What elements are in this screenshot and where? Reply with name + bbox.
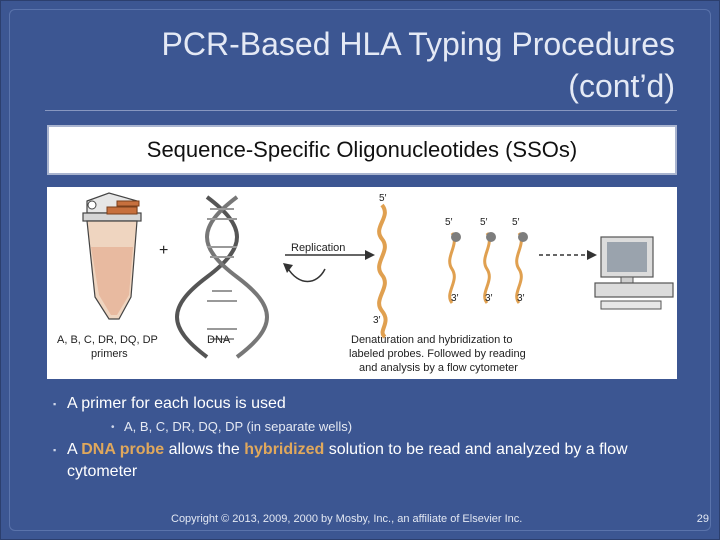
replication-arrow-icon — [283, 250, 375, 283]
slide-frame — [9, 9, 711, 531]
pcr-tube-icon — [82, 192, 142, 320]
subtitle: Sequence-Specific Oligonucleotides (SSOs… — [146, 137, 578, 162]
sub-bullet-icon: • — [111, 422, 115, 433]
computer-icon — [594, 236, 674, 310]
b2-mid: allows the — [164, 441, 245, 458]
bullet-icon: ▪ — [53, 399, 57, 409]
copyright-text: Copyright © 2013, 2009, 2000 by Mosby, I… — [171, 513, 523, 525]
caption-line-2: labeled probes. Followed by reading — [349, 348, 526, 360]
label-3prime-strand: 3′ — [373, 315, 381, 326]
diagram-svg: + Replication — [57, 192, 674, 374]
label-3prime-probe-3: 3′ — [517, 293, 525, 304]
primers-label-line-2: primers — [91, 348, 128, 360]
label-5prime-probe-3: 5′ — [512, 217, 520, 228]
b2-pre: A — [67, 441, 82, 458]
subtitle-box: Sequence-Specific Oligonucleotides (SSOs… — [47, 125, 677, 175]
label-3prime-probe-1: 3′ — [451, 293, 459, 304]
label-5prime-probe-2: 5′ — [480, 217, 488, 228]
bullet-text-2: A DNA probe allows the hybridized soluti… — [67, 439, 677, 483]
label-5prime-probe-1: 5′ — [445, 217, 453, 228]
slide-title: PCR-Based HLA Typing Procedures (cont’d) — [75, 23, 675, 107]
dna-label: DNA — [207, 334, 231, 346]
plus-sign: + — [159, 242, 168, 259]
title-line-2: (cont’d) — [568, 68, 675, 104]
highlight-hybridized: hybridized — [244, 441, 325, 458]
highlight-dna-probe: DNA probe — [81, 441, 165, 458]
replication-label: Replication — [291, 242, 345, 254]
page-number: 29 — [696, 513, 709, 525]
label-3prime-probe-2: 3′ — [485, 293, 493, 304]
title-line-1: PCR-Based HLA Typing Procedures — [161, 26, 675, 62]
caption-line-1: Denaturation and hybridization to — [351, 334, 512, 346]
bullet-icon: ▪ — [53, 445, 57, 455]
figure-ssop-diagram: + Replication — [47, 187, 677, 379]
dna-helix-icon — [175, 195, 269, 359]
caption-line-3: and analysis by a flow cytometer — [359, 362, 518, 374]
b2-post: solution to be read and analyzed by a fl… — [67, 441, 628, 480]
labeled-probes-icon — [448, 232, 597, 304]
bullet-text-1: A primer for each locus is used — [67, 395, 286, 412]
single-strand-icon — [377, 203, 388, 339]
title-divider — [45, 110, 677, 111]
sub-bullet-text: A, B, C, DR, DQ, DP (in separate wells) — [124, 419, 353, 434]
label-5prime-strand: 5′ — [379, 193, 387, 204]
primers-label-line-1: A, B, C, DR, DQ, DP — [57, 334, 158, 346]
slide-footer: Copyright © 2013, 2009, 2000 by Mosby, I… — [1, 513, 720, 529]
